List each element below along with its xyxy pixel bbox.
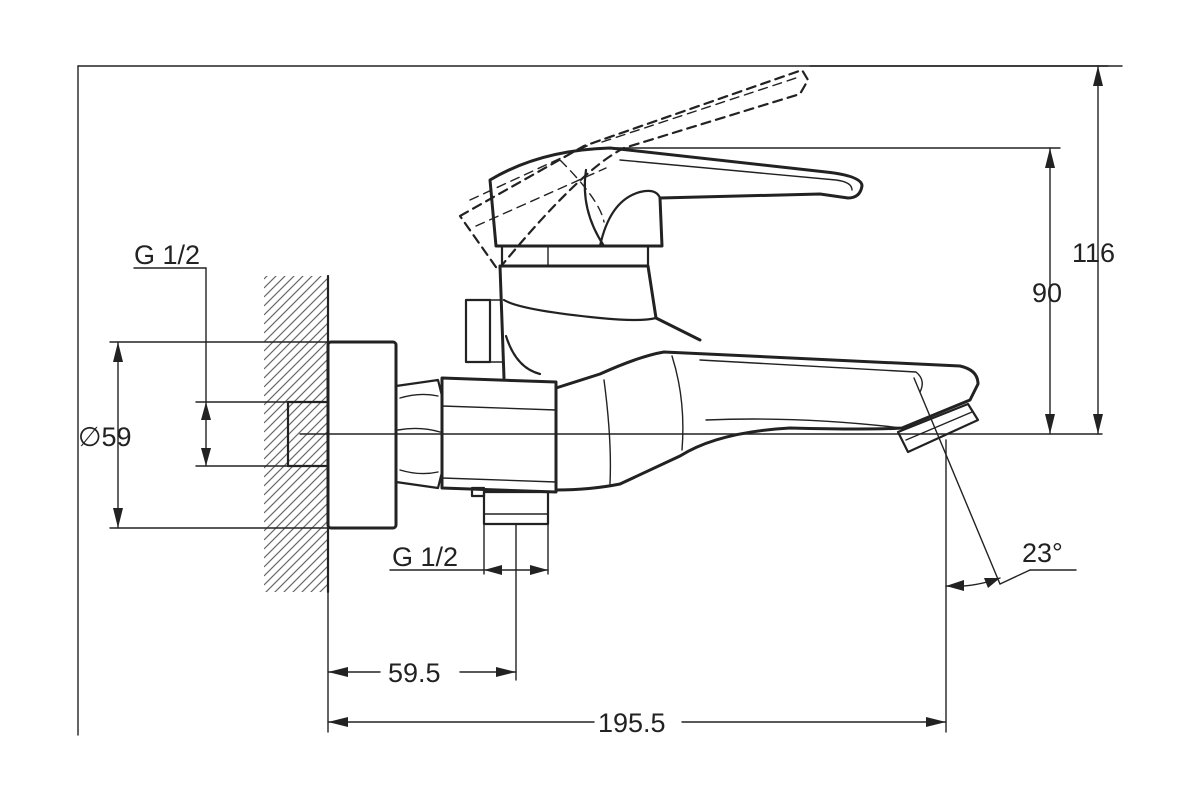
hatch-line bbox=[264, 349, 328, 415]
outlet-offset-label: 59.5 bbox=[388, 658, 441, 688]
hatch-line bbox=[264, 206, 328, 270]
hatch-line bbox=[274, 538, 328, 592]
wall-flange bbox=[326, 340, 398, 530]
wall-hatching bbox=[264, 206, 330, 675]
hatch-line bbox=[264, 276, 268, 280]
hatch-line bbox=[264, 430, 328, 496]
hatch-line bbox=[310, 574, 328, 592]
spout bbox=[554, 350, 980, 492]
hatch-line bbox=[264, 484, 328, 550]
hatch-line bbox=[264, 276, 304, 316]
dimension-lines bbox=[113, 65, 1103, 727]
hatch-line bbox=[264, 277, 328, 343]
hatch-line bbox=[264, 602, 328, 666]
hatch-line bbox=[264, 358, 328, 424]
hatch-line bbox=[264, 367, 328, 433]
hatch-line bbox=[264, 340, 328, 406]
hatch-line bbox=[264, 493, 328, 559]
hatch-line bbox=[264, 295, 328, 361]
hatch-line bbox=[292, 556, 328, 592]
total-length-label: 195.5 bbox=[598, 708, 666, 738]
cartridge-column bbox=[464, 264, 702, 380]
mixer-body bbox=[440, 376, 558, 494]
hatch-line bbox=[264, 511, 328, 577]
outlet-thread-label: G 1/2 bbox=[392, 542, 458, 572]
hatch-line bbox=[264, 403, 328, 469]
hatch-line bbox=[264, 520, 328, 586]
hatch-line bbox=[264, 502, 328, 568]
total-height-label: 116 bbox=[1072, 238, 1115, 268]
hatch-line bbox=[264, 457, 328, 523]
spout-angle-label: 23° bbox=[1022, 538, 1063, 568]
lever-raised-outline bbox=[458, 68, 810, 272]
hatch-line bbox=[264, 394, 328, 460]
hatch-line bbox=[264, 421, 328, 487]
hatch-line bbox=[264, 286, 328, 352]
hatch-line bbox=[264, 439, 328, 505]
lever-handle bbox=[488, 146, 864, 268]
flange-diameter-label: ∅59 bbox=[78, 422, 132, 452]
hatch-line bbox=[319, 583, 328, 592]
hatch-line bbox=[301, 565, 328, 592]
hatch-line bbox=[264, 322, 328, 388]
hatch-line bbox=[264, 276, 295, 307]
hatch-line bbox=[264, 475, 328, 541]
hatch-line bbox=[264, 466, 328, 532]
inlet-thread-label: G 1/2 bbox=[134, 240, 200, 270]
hatch-line bbox=[264, 611, 328, 675]
lever-height-label: 90 bbox=[1032, 278, 1062, 308]
hatch-line bbox=[283, 547, 328, 592]
hatch-line bbox=[264, 376, 328, 442]
hatch-line bbox=[264, 593, 328, 657]
hatch-line bbox=[264, 448, 328, 514]
extension-lines bbox=[109, 65, 1109, 733]
hatch-line bbox=[264, 304, 328, 370]
bottom-outlet bbox=[470, 486, 550, 526]
hatch-line bbox=[264, 276, 313, 325]
hatch-line bbox=[264, 385, 328, 451]
hatch-line bbox=[265, 529, 328, 592]
hatch-line bbox=[264, 276, 322, 334]
hatch-line bbox=[264, 276, 277, 289]
hatch-line bbox=[264, 313, 328, 379]
hatch-line bbox=[264, 276, 286, 298]
